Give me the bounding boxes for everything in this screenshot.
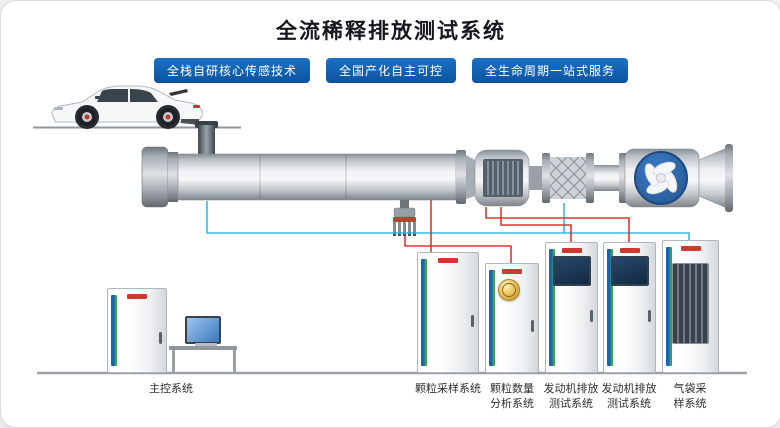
cabinet-screen: [552, 256, 591, 286]
cabinet-handle: [159, 332, 162, 345]
fan-unit: [619, 144, 733, 212]
brand-logo: [502, 269, 522, 274]
workstation: [169, 316, 239, 373]
bellows-joint: [542, 153, 621, 203]
page-title: 全流稀释排放测试系统: [276, 20, 506, 43]
feature-badges: 全栈自研核心传感技术 全国产化自主可控 全生命周期一站式服务: [1, 58, 780, 83]
desk: [169, 346, 237, 350]
signal-lines-red: [404, 200, 630, 263]
cabinet-handle: [648, 310, 651, 323]
brand-logo: [561, 248, 582, 253]
cabinet-engine-emission-1: [545, 242, 598, 373]
brand-logo: [680, 246, 701, 251]
system-label-engine-emission-2: 发动机排放 测试系统: [601, 383, 657, 411]
system-label-gas-bag: 气袋采 样系统: [673, 383, 707, 411]
brand-logo: [438, 258, 458, 263]
system-label-particle-sampling: 颗粒采样系统: [415, 383, 481, 395]
system-label-engine-emission-1: 发动机排放 测试系统: [543, 383, 599, 411]
cabinet-engine-emission-2: [603, 242, 656, 373]
badge-lifecycle-service: 全生命周期一站式服务: [472, 58, 629, 83]
system-label-particle-counter: 颗粒数量 分析系统: [490, 383, 534, 411]
cabinet-stripe: [607, 249, 613, 366]
sampling-probe: [393, 200, 416, 236]
cabinet-handle: [471, 314, 474, 327]
cabinet-particle-counter: [485, 263, 539, 373]
outlet-cone: [698, 147, 728, 209]
monitor-icon: [185, 316, 221, 344]
fan-icon: [634, 151, 688, 205]
desk-leg: [233, 350, 236, 373]
award-badge-ring: [502, 283, 516, 297]
gas-bag-slats: [672, 263, 709, 344]
catalyst-unit: [474, 149, 542, 207]
cabinet-handle: [590, 310, 593, 323]
desk-leg: [172, 350, 175, 373]
signal-lines-cyan: [206, 201, 690, 241]
dilution-tunnel: [141, 146, 475, 208]
cabinet-particle-sampling: [417, 252, 479, 373]
car-illustration: [51, 85, 203, 129]
cabinet-stripe: [421, 259, 427, 366]
system-label-main-control: 主控系统: [149, 383, 193, 395]
badge-sensing-tech: 全栈自研核心传感技术: [153, 58, 310, 83]
cabinet-screen: [610, 256, 649, 286]
exhaust-duct: [195, 121, 218, 157]
award-badge: [498, 279, 520, 301]
cabinet-main-control: [107, 288, 167, 373]
cabinet-gas-bag: [662, 240, 719, 373]
cabinet-stripe: [489, 270, 495, 366]
inlet-flange: [141, 146, 169, 208]
cabinet-handle: [531, 320, 534, 333]
brand-logo: [127, 294, 147, 299]
keyboard-icon: [195, 343, 217, 346]
cabinet-stripe: [549, 249, 555, 366]
badge-domestic-control: 全国产化自主可控: [325, 58, 456, 83]
cabinet-stripe: [666, 247, 672, 366]
brand-logo: [619, 248, 640, 253]
cabinet-stripe: [111, 295, 117, 366]
